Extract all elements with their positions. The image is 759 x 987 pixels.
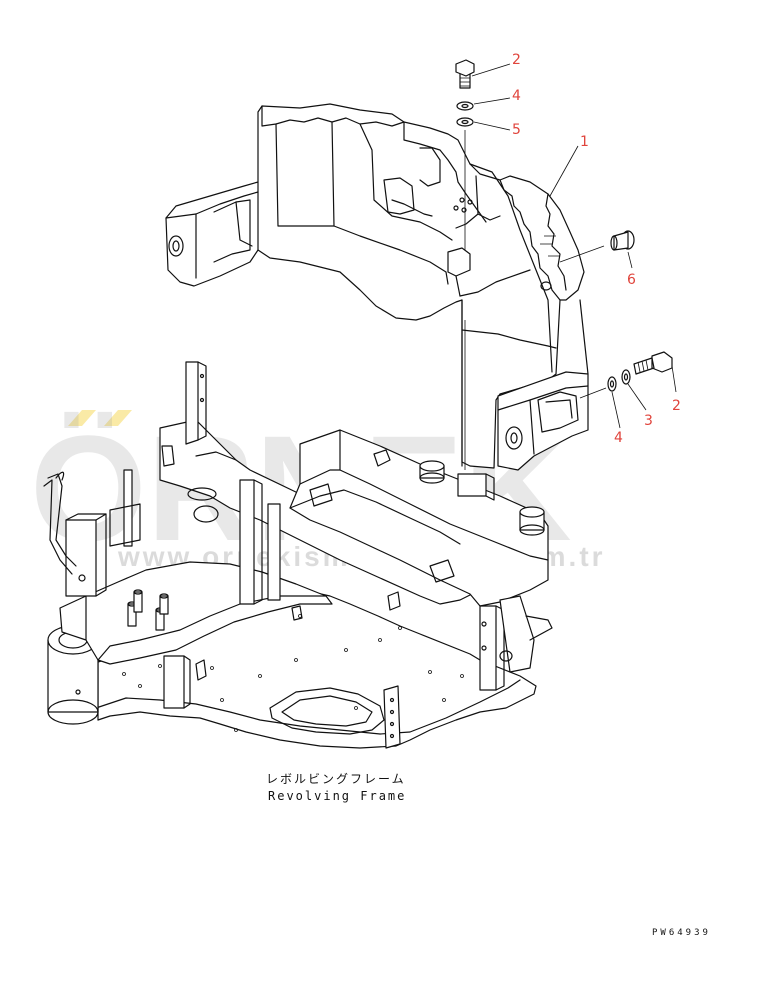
- callout-counterweight: 1: [580, 134, 589, 150]
- caption-english: Revolving Frame: [268, 789, 406, 803]
- revolving-frame: [43, 361, 553, 749]
- callout-washer-side-3: 3: [644, 413, 653, 429]
- callout-spring-washer-top: 5: [512, 122, 521, 138]
- hardware: [455, 59, 673, 470]
- callout-leaders: [471, 63, 677, 429]
- front-tall-plate-1: [185, 361, 199, 445]
- washer-side-4: [607, 376, 617, 392]
- caption-japanese: レボルビングフレーム: [266, 772, 406, 786]
- washer-spring-top: [456, 117, 474, 127]
- caption: レボルビングフレーム Revolving Frame: [266, 772, 406, 803]
- callout-washer-side-4: 4: [614, 430, 623, 446]
- pin-axis-line: [559, 245, 605, 263]
- bolt-side: [633, 351, 673, 375]
- washer-side-3: [621, 369, 631, 385]
- deck-holes: [122, 614, 464, 732]
- watermark-accent-right: [104, 410, 132, 426]
- pin-side: [610, 230, 635, 251]
- watermark-accent-left: [68, 410, 96, 426]
- counterweight: [165, 103, 589, 471]
- drawing-code: PW64939: [652, 928, 711, 938]
- frame-posts: [127, 589, 169, 631]
- callout-bolt-top: 2: [512, 52, 521, 68]
- callouts: 2 4 5 1 6 2 3 4: [512, 52, 681, 446]
- bolt-side-axis-line: [579, 387, 607, 399]
- callout-bolt-side: 2: [672, 398, 681, 414]
- bolt-top: [455, 59, 475, 89]
- washer-top: [456, 101, 474, 111]
- callout-washer-top: 4: [512, 88, 521, 104]
- callout-pin: 6: [627, 272, 636, 288]
- frame-bumps: [373, 449, 545, 536]
